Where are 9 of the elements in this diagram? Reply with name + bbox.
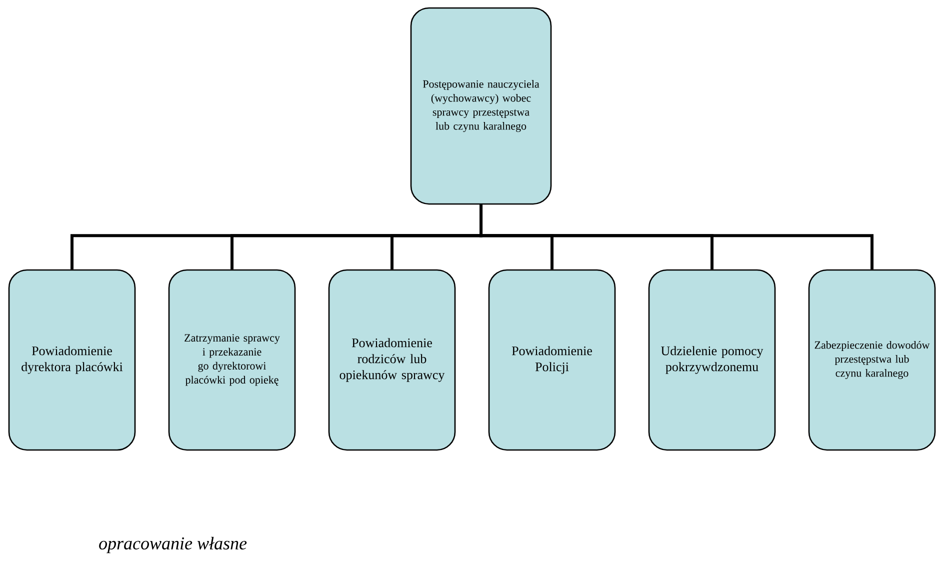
process-box: Powiadomienie dyrektora placówki [8,269,136,451]
process-box: Powiadomienie Policji [488,269,616,451]
caption: opracowanie własne [99,536,247,554]
process-box: Zatrzymanie sprawcy i przekazanie go dyrektorowi placówki pod opiekę [168,269,296,451]
connector-line [480,204,874,270]
process-box: Udzielenie pomocy pokrzywdzonemu [648,269,776,451]
process-box: Postępowanie nauczyciela (wychowawcy) wobec sprawcy przestępstwa lub czynu karalnego [410,7,552,205]
process-box: Zabezpieczenie dowodów przestępstwa lub czynu karalnego [808,269,936,451]
process-box: Powiadomienie rodziców lub opiekunów sprawcy [328,269,456,451]
